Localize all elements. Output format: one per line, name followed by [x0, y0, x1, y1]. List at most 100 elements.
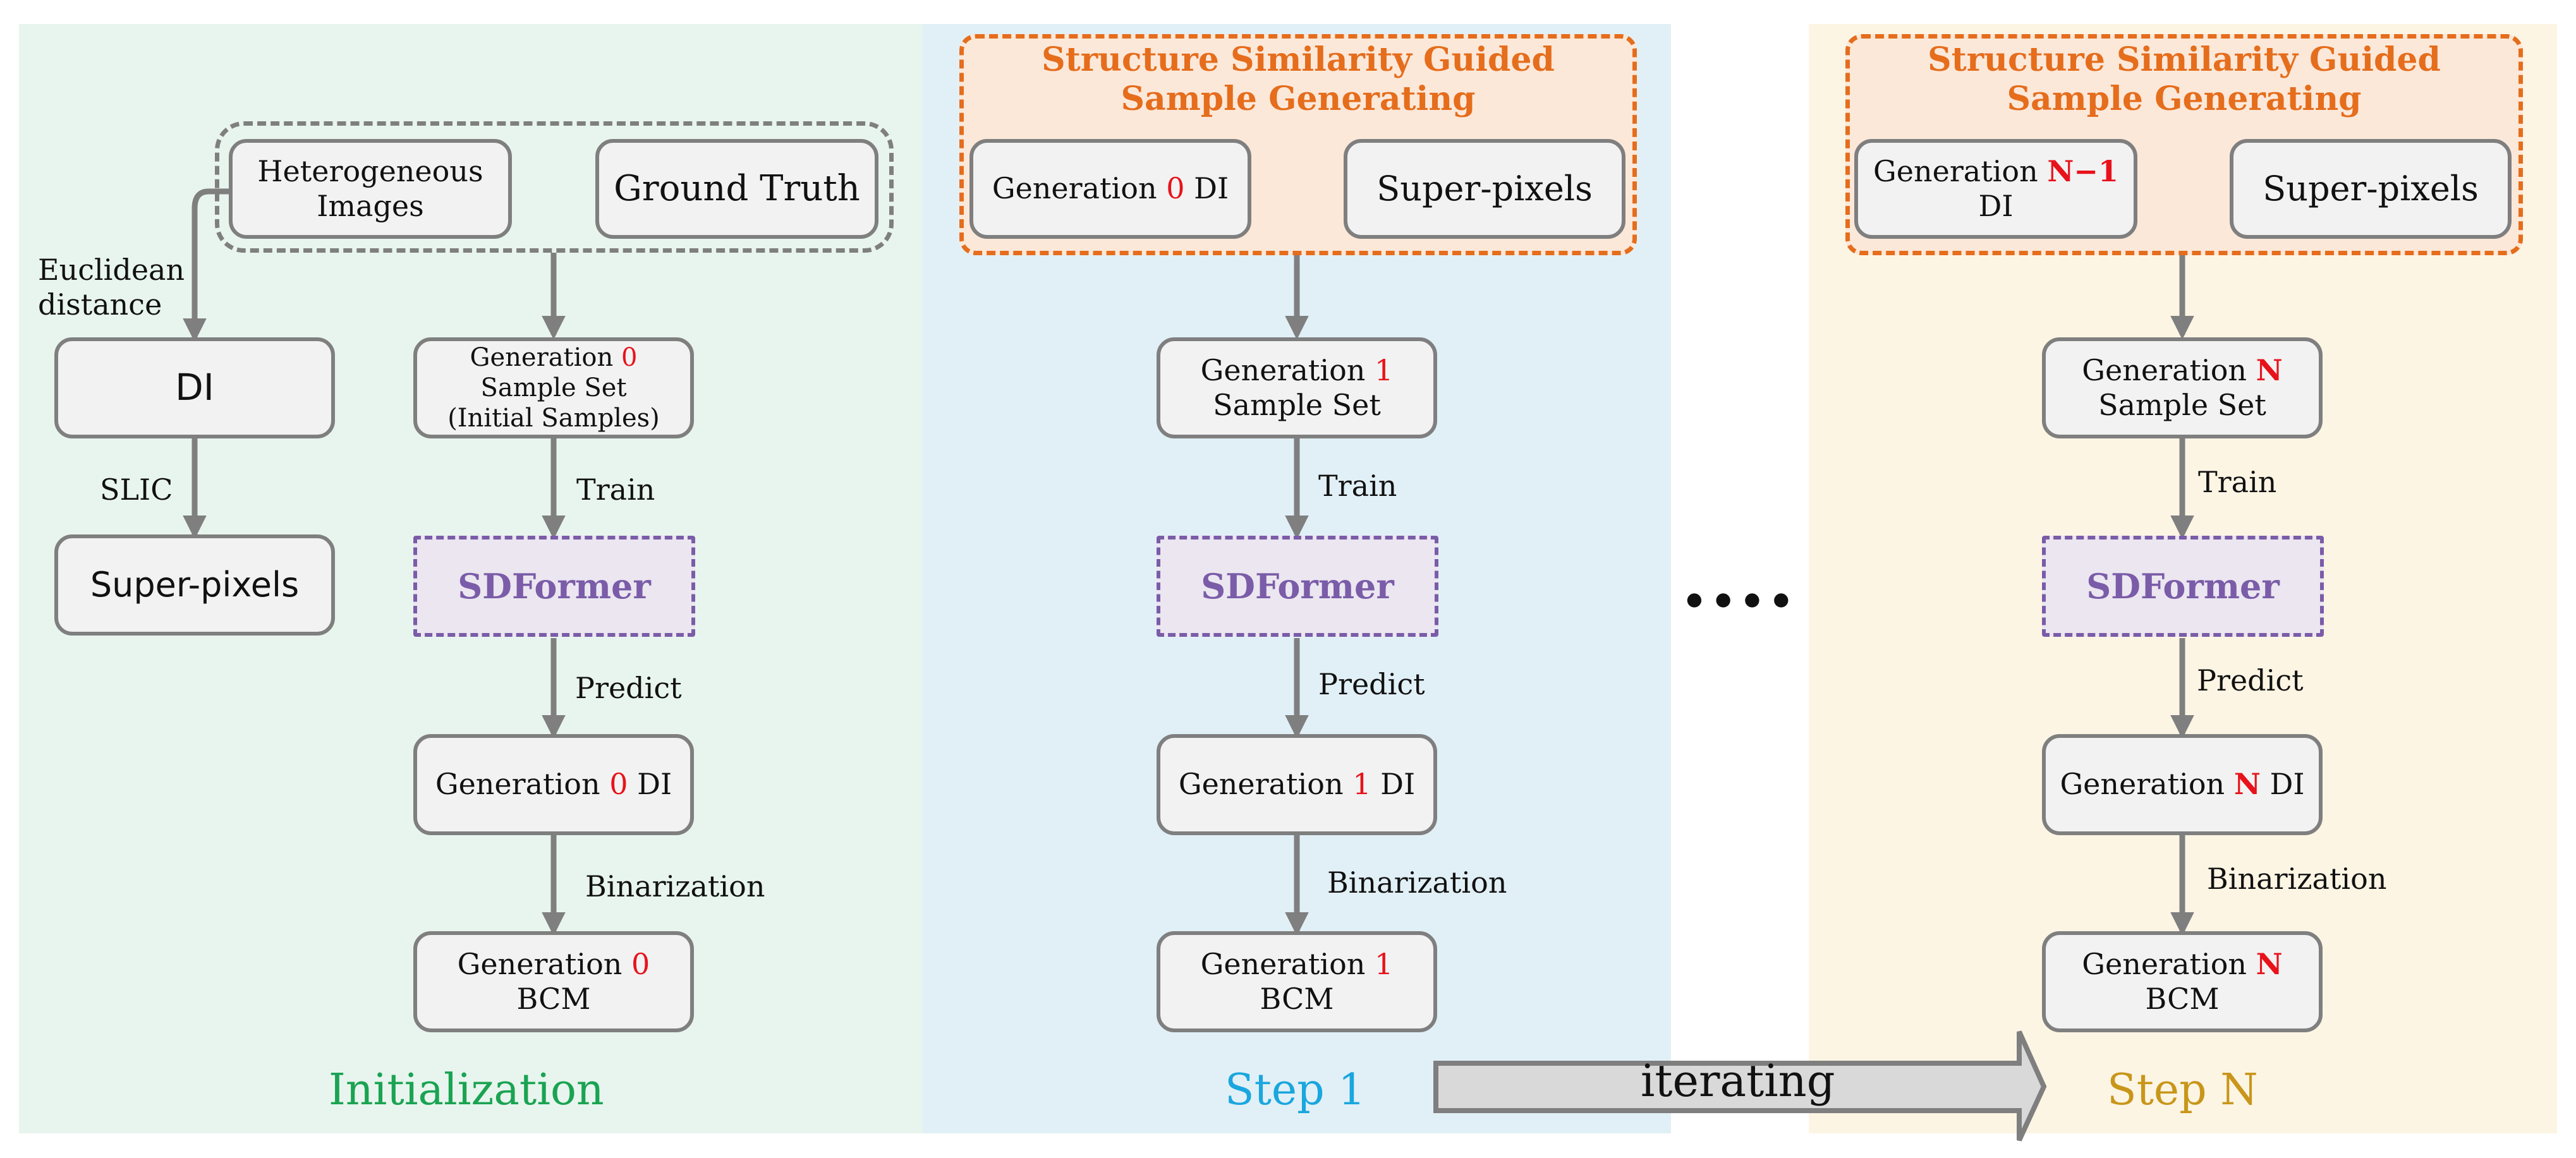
step1-sdformer-label: SDFormer	[1201, 565, 1394, 606]
stepn-prev-di-pre: Generation	[1873, 154, 2038, 188]
stepn-prev-di-line2: DI	[1978, 189, 2014, 223]
init-binarization-label: Binarization	[585, 869, 765, 903]
init-train-label: Train	[576, 473, 655, 507]
heterogeneous-images-line2: Images	[317, 189, 424, 223]
step1-sample-set-line2: Sample Set	[1213, 388, 1381, 422]
step1-prev-di-box: Generation 0 DI	[969, 139, 1251, 239]
step1-bcm-num: 1	[1375, 946, 1394, 981]
step1-sdformer-box: SDFormer	[1157, 536, 1438, 637]
init-bcm-pre: Generation	[457, 946, 623, 981]
stepn-bcm-pre: Generation	[2082, 946, 2247, 981]
init-gen-di-box: Generation 0 DI	[413, 734, 694, 835]
step1-title: Step 1	[1225, 1065, 1366, 1115]
stepn-sdformer-label: SDFormer	[2086, 565, 2280, 606]
step1-sample-set-line1: Generation 1	[1201, 353, 1394, 388]
init-sample-set-gen-num: 0	[621, 343, 638, 372]
step1-bcm-line1: Generation 1	[1201, 947, 1394, 982]
step1-sample-set-num: 1	[1375, 353, 1394, 387]
arrow-images-to-di	[183, 188, 229, 342]
stepn-sample-set-box: Generation N Sample Set	[2042, 337, 2323, 438]
stepn-train-label: Train	[2198, 465, 2277, 499]
stepn-superpixels-box: Super-pixels	[2230, 139, 2512, 239]
init-sample-set-pre: Generation	[470, 343, 614, 372]
init-sample-set-box: Generation 0 Sample Set (Initial Samples…	[413, 337, 694, 438]
step1-binarization-label: Binarization	[1327, 865, 1507, 900]
stepn-gen-di-box: Generation N DI	[2042, 734, 2323, 835]
init-gen-di-num: 0	[609, 767, 628, 802]
stepn-sample-set-pre: Generation	[2082, 353, 2247, 387]
init-sdformer-box: SDFormer	[413, 536, 695, 637]
step1-sample-set-pre: Generation	[1200, 353, 1366, 387]
iterating-label: iterating	[1641, 1055, 1835, 1107]
input-group	[215, 121, 894, 253]
init-gen-di-line: Generation 0 DI	[435, 767, 672, 802]
init-gen-di-pre: Generation	[435, 767, 600, 802]
init-gen-di-post: DI	[637, 767, 672, 802]
init-bcm-line1: Generation 0	[458, 947, 650, 982]
euclidean-distance-label: Euclidean distance	[38, 253, 185, 322]
stepn-gen-di-post: DI	[2269, 767, 2305, 802]
stepn-ssg-title-line1: Structure Similarity Guided	[1928, 40, 2441, 79]
init-superpixels-label: Super-pixels	[90, 564, 300, 605]
ground-truth-box: Ground Truth	[595, 139, 878, 239]
step1-ssg-title-line2: Sample Generating	[1121, 80, 1476, 119]
stepn-bcm-num: N	[2256, 946, 2283, 981]
stepn-binarization-label: Binarization	[2207, 862, 2387, 896]
stepn-sdformer-box: SDFormer	[2042, 536, 2324, 637]
step1-prev-di-line: Generation 0 DI	[992, 171, 1229, 206]
stepn-bcm-line2: BCM	[2145, 982, 2220, 1016]
step1-gen-di-box: Generation 1 DI	[1157, 734, 1437, 835]
init-bcm-box: Generation 0 BCM	[413, 931, 694, 1032]
stepn-gen-di-pre: Generation	[2060, 767, 2225, 802]
step1-bcm-line2: BCM	[1260, 982, 1334, 1016]
iterating-arrow	[1433, 1030, 2047, 1142]
di-box: DI	[54, 337, 335, 438]
ellipsis: ····	[1681, 556, 1797, 645]
stepn-sample-set-num: N	[2256, 353, 2283, 387]
step1-gen-di-post: DI	[1380, 767, 1416, 802]
step1-prev-di-post: DI	[1194, 171, 1229, 206]
stepn-superpixels-label: Super-pixels	[2263, 168, 2479, 208]
init-bcm-line2: BCM	[516, 982, 591, 1016]
step1-prev-di-num: 0	[1166, 171, 1185, 206]
heterogeneous-images-box: Heterogeneous Images	[229, 139, 512, 239]
heterogeneous-images-line1: Heterogeneous	[257, 154, 483, 188]
init-bcm-num: 0	[631, 946, 650, 981]
step1-ssg-title: Structure Similarity Guided Sample Gener…	[959, 40, 1637, 119]
step1-bcm-pre: Generation	[1200, 946, 1366, 981]
step1-ssg-title-line1: Structure Similarity Guided	[1042, 40, 1555, 79]
stepn-prev-di-line1: Generation N−1	[1873, 154, 2118, 189]
step1-train-label: Train	[1318, 469, 1397, 503]
initialization-title: Initialization	[329, 1065, 604, 1115]
euclidean-line1: Euclidean	[38, 253, 185, 287]
stepn-title: Step N	[2107, 1065, 2258, 1115]
step1-gen-di-num: 1	[1352, 767, 1371, 802]
init-sdformer-label: SDFormer	[458, 565, 651, 606]
di-label: DI	[175, 366, 214, 409]
stepn-sample-set-line2: Sample Set	[2098, 388, 2266, 422]
step1-sample-set-box: Generation 1 Sample Set	[1157, 337, 1437, 438]
slic-label: SLIC	[100, 473, 173, 507]
init-sample-set-line1: Generation 0	[470, 342, 638, 373]
init-predict-label: Predict	[575, 671, 682, 705]
step1-prev-di-pre: Generation	[992, 171, 1157, 206]
step1-bcm-box: Generation 1 BCM	[1157, 931, 1437, 1032]
stepn-prev-di-num: N−1	[2047, 154, 2118, 188]
stepn-bcm-line1: Generation N	[2082, 947, 2282, 982]
stepn-sample-set-line1: Generation N	[2082, 353, 2282, 388]
stepn-ssg-title-line2: Sample Generating	[2007, 80, 2362, 119]
step1-gen-di-pre: Generation	[1178, 767, 1344, 802]
init-sample-set-line3: (Initial Samples)	[447, 404, 660, 433]
stepn-predict-label: Predict	[2197, 663, 2304, 697]
euclidean-line2: distance	[38, 287, 162, 322]
ground-truth-label: Ground Truth	[614, 168, 860, 210]
stepn-gen-di-num: N	[2233, 767, 2261, 802]
stepn-ssg-title: Structure Similarity Guided Sample Gener…	[1845, 40, 2523, 119]
stepn-gen-di-line: Generation N DI	[2060, 767, 2304, 802]
stepn-bcm-box: Generation N BCM	[2042, 931, 2323, 1032]
step1-predict-label: Predict	[1318, 667, 1425, 701]
step1-superpixels-label: Super-pixels	[1376, 168, 1593, 208]
init-sample-set-line2: Sample Set	[480, 373, 627, 402]
step1-gen-di-line: Generation 1 DI	[1179, 767, 1415, 802]
